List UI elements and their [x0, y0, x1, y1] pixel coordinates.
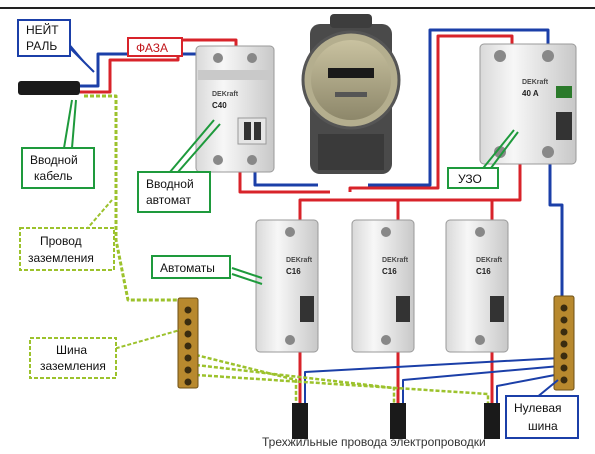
ground-bus — [177, 297, 199, 389]
rcd-rating: 40 A — [522, 89, 539, 98]
callout-neutral: НЕЙТ РАЛЬ — [17, 19, 95, 73]
ground-out-1 — [195, 353, 298, 405]
neutral-out-3 — [496, 373, 561, 405]
rcd-device: DEKraft 40 A — [479, 43, 577, 165]
breaker-2-brand: DEKraft — [382, 257, 409, 264]
callout-ground-bus: Шина заземления — [29, 329, 181, 379]
label-rcd: УЗО — [458, 172, 482, 186]
output-cable-2 — [390, 403, 406, 439]
label-ground-bus-line1: Шина — [56, 343, 87, 357]
label-ground-wire-line1: Провод — [40, 234, 82, 248]
label-input-breaker-line2: автомат — [146, 193, 191, 207]
label-input-cable-line1: Вводной — [30, 153, 78, 167]
neutral-out-2 — [402, 365, 561, 405]
wires — [18, 28, 564, 405]
breaker-3: DEKraft C16 — [445, 219, 509, 353]
ground-out-3 — [195, 373, 490, 405]
neutral-bus — [553, 295, 575, 391]
phase-wire-rcd-breakers — [298, 160, 522, 226]
input-cable — [18, 81, 80, 95]
callout-input-breaker: Вводной автомат — [137, 119, 221, 213]
breaker-2-rating: C16 — [382, 267, 397, 276]
input-breaker-rating: C40 — [212, 101, 227, 110]
callout-rcd: УЗО — [447, 129, 519, 189]
label-neutral-bus-line2: шина — [528, 419, 558, 433]
label-breakers: Автоматы — [160, 261, 215, 275]
neutral-wire-rcd-bus — [548, 160, 564, 300]
phase-wire-breaker-meter — [238, 170, 330, 194]
label-input-cable-line2: кабель — [34, 169, 72, 183]
label-input-breaker-line1: Вводной — [146, 177, 194, 191]
phase-wire-meter-rcd — [348, 34, 514, 192]
rcd-brand: DEKraft — [522, 79, 549, 86]
input-breaker: DEKraft C40 — [195, 45, 275, 173]
output-cable-3 — [484, 403, 500, 439]
label-ground-bus-line2: заземления — [40, 359, 106, 373]
electricity-meter — [301, 14, 401, 174]
callout-neutral-bus: Нулевая шина — [505, 379, 579, 439]
breaker-3-rating: C16 — [476, 267, 491, 276]
label-ground-wire-line2: заземления — [28, 251, 94, 265]
branch-breakers: DEKraft C16 DEKraft C16 DEKraft C16 — [255, 219, 509, 353]
label-neutral-line2: РАЛЬ — [26, 39, 57, 53]
breaker-1: DEKraft C16 — [255, 219, 319, 353]
neutral-wire-meter-rcd — [368, 28, 550, 187]
phase-wire-main — [80, 38, 238, 94]
breaker-1-brand: DEKraft — [286, 257, 313, 264]
label-phase: ФАЗА — [136, 41, 168, 55]
callout-breakers: Автоматы — [151, 255, 263, 285]
ground-wire-main — [84, 94, 178, 302]
label-neutral-line1: НЕЙТ — [26, 22, 59, 37]
label-neutral-bus-line1: Нулевая — [514, 401, 562, 415]
breaker-1-rating: C16 — [286, 267, 301, 276]
callout-phase: ФАЗА — [127, 37, 183, 57]
breaker-2: DEKraft C16 — [351, 219, 415, 353]
callout-ground-wire: Провод заземления — [19, 199, 115, 271]
neutral-out-1 — [304, 357, 561, 405]
breaker-3-brand: DEKraft — [476, 257, 503, 264]
caption-three-core-wires: Трехжильные провода электропроводки — [262, 435, 486, 449]
output-cable-1 — [292, 403, 308, 439]
callout-input-cable: Вводной кабель — [21, 99, 95, 189]
input-breaker-brand: DEKraft — [212, 91, 239, 98]
output-cables — [292, 403, 500, 439]
